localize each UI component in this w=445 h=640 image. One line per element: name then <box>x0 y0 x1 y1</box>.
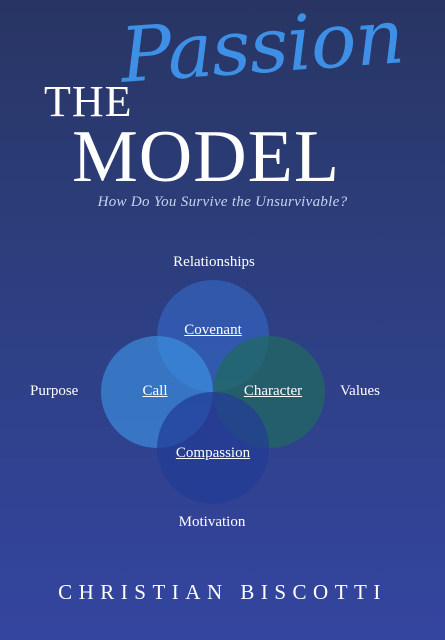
title-model: MODEL <box>72 116 341 198</box>
circle-label-compassion: Compassion <box>175 445 251 461</box>
circle-compassion <box>157 392 269 504</box>
subtitle: How Do You Survive the Unsurvivable? <box>97 194 348 210</box>
circle-label-covenant: Covenant <box>184 322 242 338</box>
author-name: CHRISTIAN BISCOTTI <box>58 580 387 604</box>
circle-label-character: Character <box>243 383 303 399</box>
title-the: THE <box>44 77 133 126</box>
circle-label-call: Call <box>142 383 168 399</box>
label-motivation: Motivation <box>178 514 246 530</box>
label-relationships: Relationships <box>173 254 255 270</box>
title-passion-script: Passion <box>117 0 407 100</box>
label-values: Values <box>340 383 380 399</box>
label-purpose: Purpose <box>30 383 79 399</box>
